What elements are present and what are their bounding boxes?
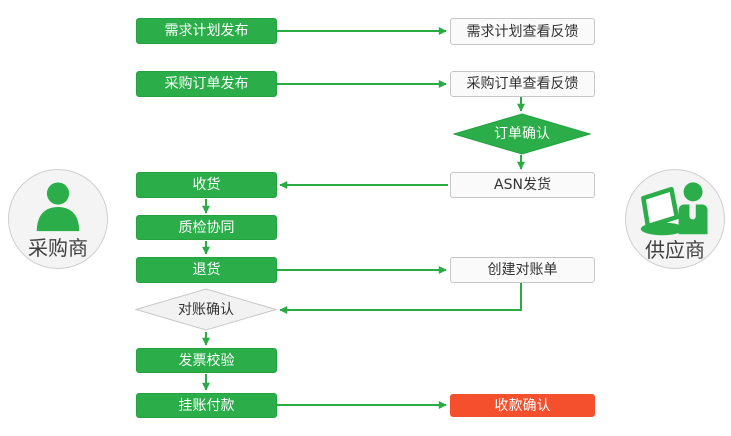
actor-supplier: 供应商 — [625, 169, 725, 269]
decision-order-confirm: 订单确认 — [453, 113, 591, 155]
actor-buyer-label: 采购商 — [28, 236, 88, 260]
decision-statement-confirm-label: 对账确认 — [178, 301, 234, 318]
person-with-laptop-icon — [640, 182, 708, 236]
actor-buyer: 采购商 — [8, 169, 108, 269]
decision-statement-confirm: 对账确认 — [135, 288, 277, 331]
node-demand-plan-feedback: 需求计划查看反馈 — [450, 18, 595, 45]
node-receive-goods: 收货 — [136, 172, 277, 198]
actor-supplier-label: 供应商 — [645, 238, 705, 262]
decision-order-confirm-label: 订单确认 — [494, 126, 550, 142]
diamond-shape — [453, 113, 591, 155]
buyer-person-icon — [36, 182, 80, 232]
edge-statement-to-confirm — [279, 283, 522, 314]
node-quality-check: 质检协同 — [136, 215, 277, 240]
node-asn-ship: ASN发货 — [450, 172, 595, 198]
node-invoice-verify: 发票校验 — [136, 348, 277, 373]
node-demand-plan-publish: 需求计划发布 — [136, 18, 277, 44]
diamond-shape — [135, 288, 277, 331]
node-receipt-confirm: 收款确认 — [450, 394, 595, 417]
node-po-feedback: 采购订单查看反馈 — [450, 71, 595, 97]
node-payment-on-account: 挂账付款 — [136, 393, 277, 418]
node-return-goods: 退货 — [136, 257, 277, 283]
node-po-publish: 采购订单发布 — [136, 71, 277, 97]
node-create-statement: 创建对账单 — [450, 257, 595, 283]
